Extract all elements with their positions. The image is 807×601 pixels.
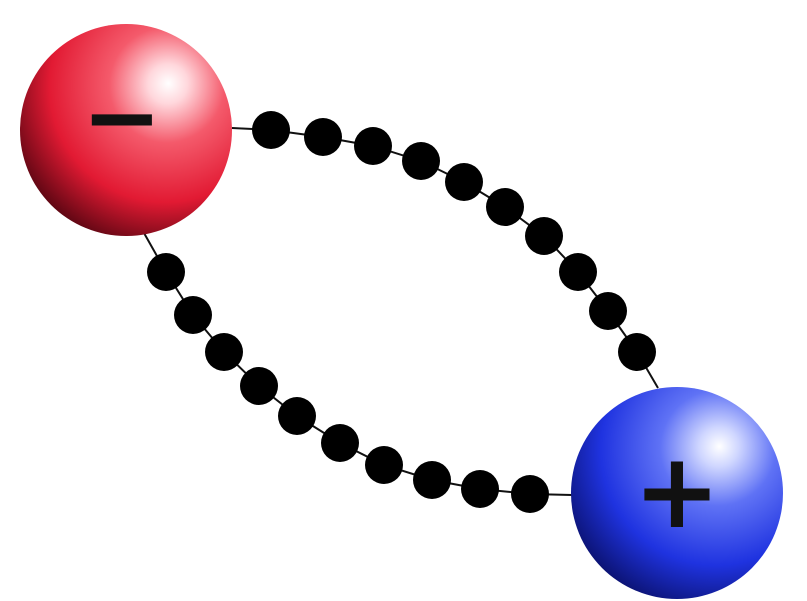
bead xyxy=(252,111,290,149)
upper-chain-line xyxy=(231,127,659,389)
bead xyxy=(365,446,403,484)
positive-sign: + xyxy=(633,430,720,552)
bead xyxy=(304,118,342,156)
bead xyxy=(321,424,359,462)
bead xyxy=(445,163,483,201)
negative-sign: − xyxy=(82,61,162,173)
bead xyxy=(511,475,549,513)
bead xyxy=(147,253,185,291)
bead xyxy=(402,142,440,180)
bead xyxy=(525,217,563,255)
bead xyxy=(486,188,524,226)
upper-chain xyxy=(252,111,656,371)
bead xyxy=(559,253,597,291)
bead xyxy=(205,333,243,371)
bead xyxy=(174,296,212,334)
lower-chain-line xyxy=(143,232,573,496)
bead xyxy=(589,292,627,330)
bead xyxy=(278,397,316,435)
bead xyxy=(240,367,278,405)
lower-chain xyxy=(147,253,549,513)
bead xyxy=(461,470,499,508)
bead xyxy=(413,461,451,499)
positive-charge-sphere: + xyxy=(571,387,783,599)
bead xyxy=(618,333,656,371)
negative-charge-sphere: − xyxy=(20,24,232,236)
bead xyxy=(354,127,392,165)
